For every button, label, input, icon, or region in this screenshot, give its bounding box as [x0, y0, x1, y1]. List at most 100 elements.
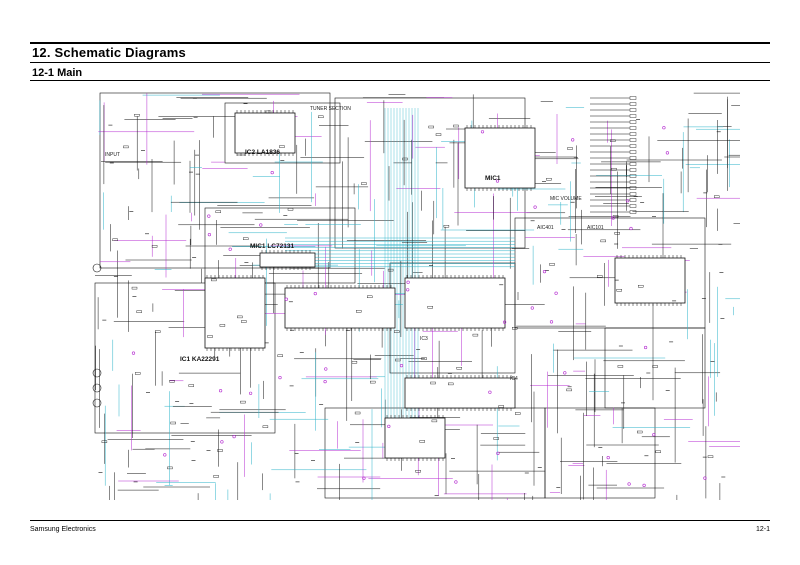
test-point [533, 205, 537, 209]
connector-pin [629, 192, 637, 196]
resistor [170, 421, 176, 425]
connector-pin [629, 102, 637, 106]
ic-package [404, 277, 506, 329]
test-point [496, 451, 500, 456]
page-title: 12. Schematic Diagrams [32, 45, 186, 60]
connector-pin [629, 198, 637, 202]
resistor [188, 384, 195, 387]
section-rule-bottom [30, 80, 770, 81]
connector-pin [629, 126, 637, 130]
resistor [265, 110, 272, 114]
test-point [362, 476, 366, 480]
resistor [354, 411, 361, 415]
connector-pin [629, 168, 637, 172]
test-point [554, 291, 558, 295]
resistor [287, 208, 294, 211]
resistor [112, 238, 118, 242]
resistor [610, 139, 616, 142]
resistor [215, 210, 222, 213]
aic401-label: AIC401 [537, 225, 554, 231]
test-point [284, 297, 288, 301]
test-point [270, 170, 274, 175]
resistor [240, 400, 246, 404]
connector-pin [629, 108, 637, 112]
resistor [134, 114, 140, 117]
test-point [542, 270, 547, 274]
resistor [211, 278, 217, 282]
footer-rule [30, 520, 770, 521]
test-point [642, 483, 646, 488]
circuit-block [204, 207, 356, 284]
connector-pin [629, 162, 637, 166]
test-point [495, 179, 500, 183]
resistor [428, 125, 434, 129]
resistor [167, 466, 173, 470]
circuit-block [99, 92, 331, 269]
test-point [219, 389, 223, 393]
resistor [597, 275, 603, 278]
resistor [546, 177, 552, 181]
ic-package [204, 277, 266, 349]
resistor [367, 295, 373, 299]
ic3-label: IC3 [420, 336, 428, 342]
connector-pin [629, 132, 637, 136]
resistor [131, 286, 138, 290]
resistor [427, 305, 433, 309]
test-point [652, 433, 656, 437]
connector-pin [629, 204, 637, 208]
test-point [488, 390, 492, 394]
resistor [277, 354, 283, 357]
resistor [611, 167, 617, 171]
resistor [136, 310, 142, 313]
test-point [228, 247, 232, 251]
resistor [219, 324, 226, 327]
resistor [549, 263, 555, 266]
footer-page-number: 12-1 [755, 526, 770, 533]
circuit-block [224, 102, 341, 164]
test-point [627, 482, 631, 486]
test-point [703, 476, 707, 480]
circuit-block [94, 282, 276, 434]
connector-pin [629, 114, 637, 118]
connector-pin [629, 96, 637, 100]
title-rule [30, 42, 770, 44]
resistor [370, 380, 376, 384]
jack-connector [92, 383, 102, 393]
jack-connector [92, 263, 102, 273]
resistor [512, 326, 518, 330]
connector-pin [629, 156, 637, 160]
resistor [566, 388, 572, 392]
resistor [356, 310, 362, 313]
ic-package [614, 257, 686, 304]
mic1-short-label: MIC1 [485, 175, 501, 182]
resistor [448, 382, 454, 386]
test-point [629, 226, 633, 231]
test-point [665, 151, 670, 155]
resistor [415, 470, 421, 473]
resistor [515, 412, 521, 415]
connector-pin [629, 138, 637, 142]
resistor [237, 315, 243, 319]
test-point [606, 456, 610, 460]
resistor [351, 361, 358, 364]
mic-volume-label: MIC VOLUME [550, 196, 582, 202]
resistor [402, 157, 408, 161]
test-point [454, 480, 458, 484]
aic101-label: AIC101 [587, 225, 604, 231]
jack-connector [92, 398, 102, 408]
circuit-block [604, 327, 706, 409]
resistor [394, 330, 400, 333]
connector-pin [629, 120, 637, 124]
resistor [169, 380, 175, 383]
section-heading: 12-1 Main [32, 67, 83, 79]
test-point [549, 320, 554, 324]
test-point [530, 306, 534, 310]
schematic-wiring [94, 92, 740, 500]
resistor [443, 224, 450, 228]
test-point [563, 371, 567, 375]
ic-package [464, 127, 536, 189]
test-point [662, 126, 666, 130]
connector-pin [629, 174, 637, 178]
test-point [323, 380, 327, 384]
